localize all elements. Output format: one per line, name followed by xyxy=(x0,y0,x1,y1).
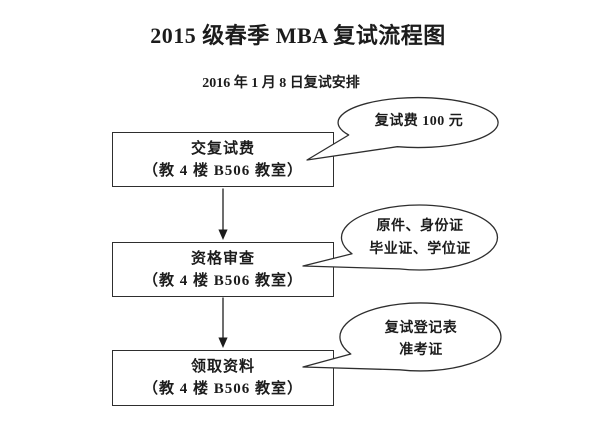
page-title: 2015 级春季 MBA 复试流程图 xyxy=(150,23,446,48)
step-box-collect-materials: 领取资料 （教 4 楼 B506 教室） xyxy=(112,350,334,406)
step-location: （教 4 楼 B506 教室） xyxy=(142,162,303,179)
callout-line: 原件、身份证 xyxy=(376,219,464,234)
down-arrow-icon xyxy=(218,229,228,240)
step-location: （教 4 楼 B506 教室） xyxy=(142,272,303,289)
callout-line: 毕业证、学位证 xyxy=(369,242,471,257)
step-name: 领取资料 xyxy=(190,359,255,375)
step-name: 交复试费 xyxy=(190,140,255,157)
callout-text-documents: 原件、身份证 毕业证、学位证 xyxy=(344,215,496,261)
callout-text-materials: 复试登记表 准考证 xyxy=(344,318,498,362)
callout-line: 复试登记表 xyxy=(384,321,458,336)
page-subtitle: 2016 年 1 月 8 日复试安排 xyxy=(202,76,360,91)
step-box-qualification-check: 资格审查 （教 4 楼 B506 教室） xyxy=(112,242,334,297)
step-name: 资格审查 xyxy=(190,250,255,267)
down-arrow-icon xyxy=(218,337,228,348)
step-box-pay-fee: 交复试费 （教 4 楼 B506 教室） xyxy=(112,132,334,187)
step-location: （教 4 楼 B506 教室） xyxy=(142,381,303,397)
callout-line: 准考证 xyxy=(399,343,443,358)
callout-line: 复试费 100 元 xyxy=(374,114,464,129)
callout-text-fee: 复试费 100 元 xyxy=(343,112,495,132)
